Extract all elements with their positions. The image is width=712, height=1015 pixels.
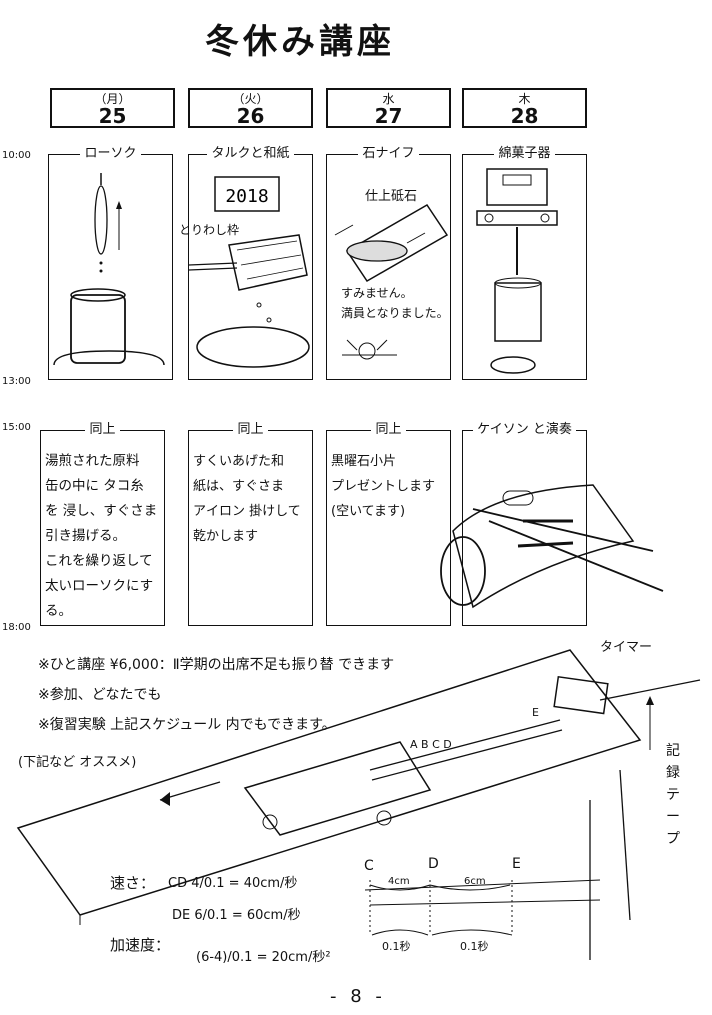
cell-text: 湯煎された原料 缶の中に タコ糸 を 浸し、すぐさま 引き揚げる。 これを繰り返… [45, 453, 158, 619]
cell-thu-afternoon: ケイソン と演奏 [440, 422, 664, 626]
page-title: 冬休み講座 [205, 22, 395, 62]
day-of-week: 木 [518, 92, 531, 106]
point-e-label: E [532, 706, 539, 719]
ruler-label-d: D [428, 856, 439, 872]
speed-label: 速さ： [110, 874, 156, 892]
stone-knife-illustration [334, 203, 449, 360]
acceleration-label: 加速度： [110, 936, 171, 954]
day-header-mon: （月） 25 [50, 88, 175, 128]
day-of-week: （火） [232, 92, 269, 106]
day-header-tue: （火） 26 [188, 88, 313, 128]
cell-title: ケイソン と演奏 [473, 422, 576, 437]
page-number: - 8 - [330, 986, 386, 1007]
speed-de-formula: DE 6/0.1 = 60cm/秒 [172, 908, 301, 923]
cell-title: 綿菓子器 [494, 146, 555, 161]
candle-illustration [53, 173, 165, 366]
note-participation: ※参加、どなたでも [38, 687, 162, 703]
speed-cd-formula: CD 4/0.1 = 40cm/秒 [168, 876, 298, 891]
tape-label: 記録テープ [666, 743, 680, 847]
ruler-label-e: E [512, 856, 521, 872]
day-of-week: （月） [94, 92, 131, 106]
time-interval-2: 0.1秒 [460, 940, 489, 953]
note-price: ※ひと講座 ¥6,000：Ⅱ学期の出席不足も振り替 できます [38, 657, 395, 673]
bamboo-instrument-illustration [440, 484, 664, 609]
day-date: 25 [98, 104, 127, 128]
time-label-1000: 10:00 [2, 150, 31, 161]
day-date: 28 [510, 104, 539, 128]
segment-2-length: 6cm [464, 876, 486, 887]
note-review: ※復習実験 上記スケジュール 内でもできます。 [38, 717, 336, 733]
time-interval-1: 0.1秒 [382, 940, 411, 953]
cotton-candy-machine-illustration [476, 168, 558, 374]
cell-mon-morning: ローソク [48, 146, 173, 380]
time-label-1300: 13:00 [2, 376, 31, 387]
time-label-1800: 18:00 [2, 622, 31, 633]
segment-1-length: 4cm [388, 876, 410, 887]
frame-label: とりわし枠 [179, 223, 240, 237]
cell-title: 同上 [371, 422, 406, 437]
day-date: 27 [374, 104, 403, 128]
cell-title: ローソク [80, 146, 141, 161]
cell-title: 同上 [233, 422, 268, 437]
cell-title: タルクと和紙 [207, 146, 294, 161]
paper-making-illustration: 2018 [188, 176, 310, 368]
day-header-thu: 木 28 [462, 88, 587, 128]
full-capacity-note: すみません。 満員となりました。 [341, 286, 449, 320]
tape-points-label: A B C D [410, 738, 452, 751]
cell-thu-morning: 綿菓子器 [462, 146, 587, 380]
box-number: 2018 [225, 186, 268, 207]
day-header-wed: 水 27 [326, 88, 451, 128]
cell-tue-afternoon: 同上 すくいあげた和 紙は、すぐさま アイロン 掛けして 乾かします [188, 422, 313, 626]
cell-wed-morning: 石ナイフ 仕上砥石 すみません。 満員となりました。 [326, 146, 451, 380]
cell-text: 黒曜石小片 プレゼントします (空いてます) [331, 454, 436, 519]
note-recommend: (下記など オススメ) [18, 755, 137, 770]
cell-wed-afternoon: 同上 黒曜石小片 プレゼントします (空いてます) [326, 422, 451, 626]
cell-tue-morning: タルクと和紙 2018 とりわし枠 [179, 146, 313, 380]
ruler-label-c: C [364, 858, 374, 874]
cell-title: 石ナイフ [358, 146, 419, 161]
day-of-week: 水 [382, 92, 395, 106]
whetstone-label: 仕上砥石 [365, 189, 418, 204]
acceleration-formula: (6-4)/0.1 = 20cm/秒² [196, 950, 331, 965]
cell-mon-afternoon: 同上 湯煎された原料 缶の中に タコ糸 を 浸し、すぐさま 引き揚げる。 これを… [40, 422, 165, 626]
cell-title: 同上 [85, 422, 120, 437]
time-label-1500: 15:00 [2, 422, 31, 433]
cell-text: すくいあげた和 紙は、すぐさま アイロン 掛けして 乾かします [193, 454, 301, 544]
day-date: 26 [236, 104, 265, 128]
timer-label: タイマー [600, 640, 653, 655]
